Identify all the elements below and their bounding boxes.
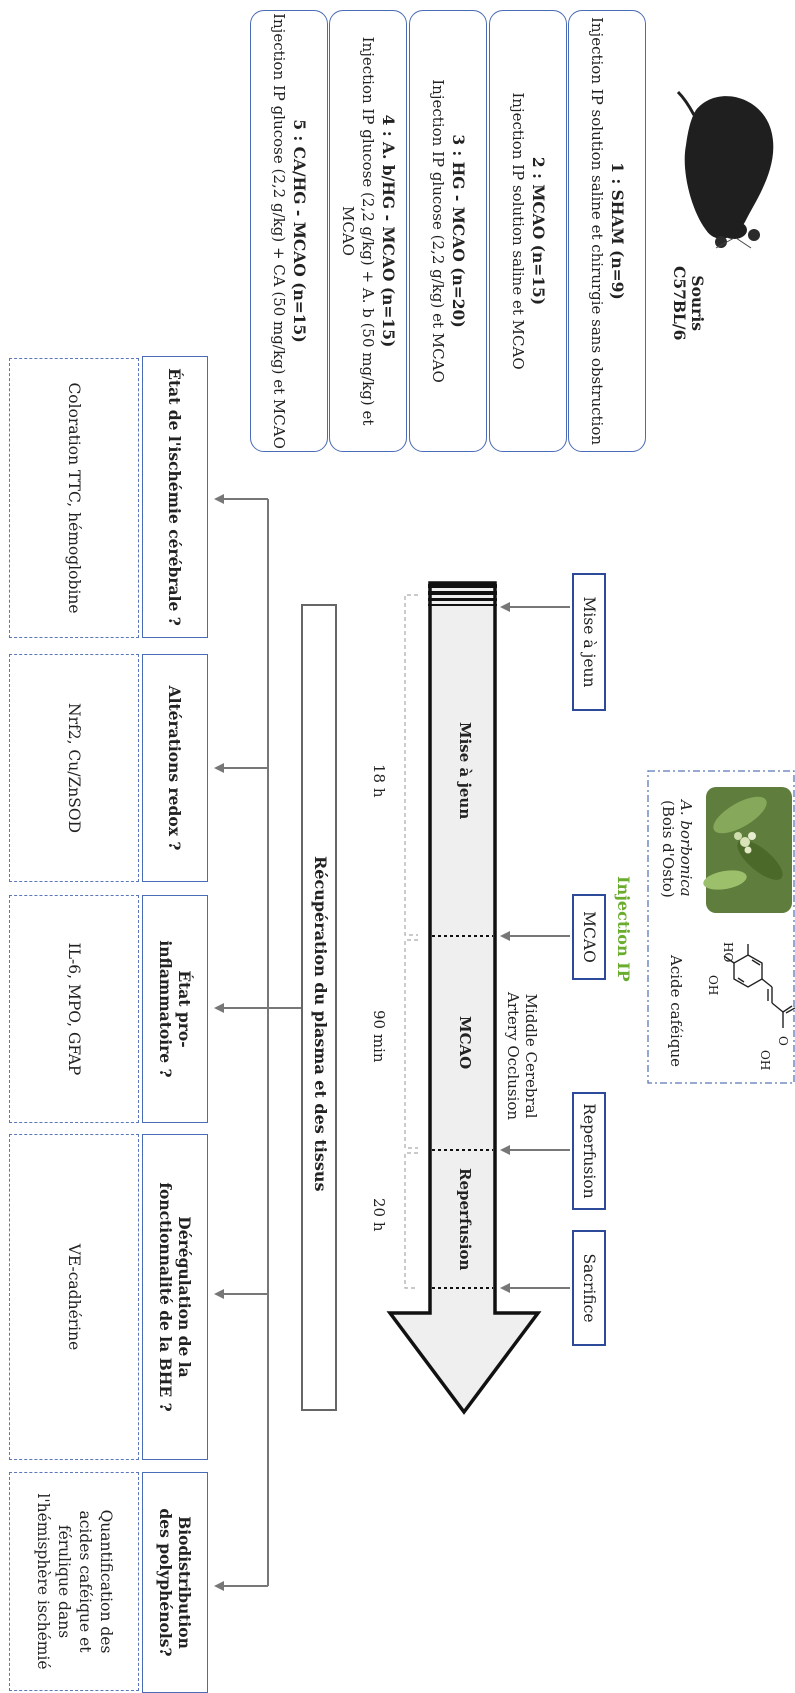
- method-text: VE-cadhérine: [65, 1243, 84, 1351]
- step-reperfusion: Reperfusion: [572, 1092, 606, 1210]
- step-sacrifice: Sacrifice: [572, 1230, 606, 1346]
- mol-label-oh: OH: [706, 975, 720, 996]
- group-box-4: 4 : A. b/HG - MCAO (n=15) Injection IP g…: [329, 10, 407, 452]
- mol-label-oh: OH: [758, 1050, 772, 1071]
- phase-label-reperfusion: Reperfusion: [456, 1168, 474, 1271]
- group-title: 1 : SHAM (n=9): [608, 162, 627, 300]
- step-label: Mise à jeun: [580, 596, 598, 688]
- question-text: Dérégulation de la fonctionnalité de la …: [156, 1182, 194, 1412]
- duration-label: 90 min: [370, 1010, 388, 1063]
- plant-photo: [703, 787, 792, 913]
- step-arrows: [500, 602, 570, 1293]
- method-text: Coloration TTC, hémoglobine: [65, 382, 84, 614]
- group-title: 3 : HG - MCAO (n=20): [449, 134, 468, 328]
- arrow-cap: [428, 604, 497, 606]
- question-text: Altérations redox ?: [165, 685, 185, 851]
- question-box-bbb: Dérégulation de la fonctionnalité de la …: [142, 1134, 208, 1460]
- injection-title: Injection IP: [614, 876, 633, 982]
- group-title: 4 : A. b/HG - MCAO (n=15): [379, 114, 398, 348]
- duration-label: 18 h: [370, 764, 388, 798]
- mouse-icon: [676, 90, 774, 249]
- group-box-2: 2 : MCAO (n=15) Injection IP solution sa…: [489, 10, 567, 452]
- method-box-redox: Nrf2, Cu/ZnSOD: [9, 654, 139, 882]
- group-title: 2 : MCAO (n=15): [529, 156, 548, 306]
- phase-label-mise-a-jeun: Mise à jeun: [456, 722, 474, 820]
- step-label: MCAO: [580, 911, 598, 963]
- phase-label-mcao: MCAO: [456, 1016, 474, 1070]
- collection-label: Récupération du plasma et des tissus: [311, 856, 330, 1192]
- question-box-polyphenols: Biodistribution des polyphénols?: [142, 1472, 208, 1693]
- mcao-note-line2: Artery Occlusion: [504, 992, 522, 1121]
- question-text: État de l'ischémie cérébrale ?: [165, 368, 185, 626]
- group-desc: Injection IP glucose (2,2 g/kg) + CA (50…: [270, 13, 288, 449]
- question-text: État pro-inflammatoire ?: [156, 940, 194, 1078]
- mol-label-o: O: [776, 1036, 790, 1046]
- mol-label-ho: HO: [721, 942, 735, 963]
- group-title: 5 : CA/HG - MCAO (n=15): [290, 119, 309, 343]
- step-mise-a-jeun: Mise à jeun: [572, 573, 606, 711]
- question-text: Biodistribution des polyphénols?: [156, 1508, 194, 1657]
- group-desc: Injection IP solution saline et MCAO: [509, 92, 527, 370]
- group-desc: Injection IP glucose (2,2 g/kg) et MCAO: [429, 79, 447, 383]
- mouse-label: Souris C57BL/6: [670, 266, 707, 341]
- collection-bar: [301, 604, 337, 1411]
- question-box-redox: Altérations redox ?: [142, 654, 208, 882]
- group-desc: Injection IP glucose (2,2 g/kg) + A. b (…: [339, 36, 377, 426]
- mouse-label-line1: Souris: [688, 275, 707, 331]
- plant-common-name: (Bois d'Osto): [659, 800, 677, 898]
- duration-bracket: [404, 594, 418, 1289]
- arrow-cap: [428, 584, 497, 588]
- mcao-note-line1: Middle Cerebral: [522, 993, 540, 1119]
- compound-name: Acide caféique: [667, 955, 685, 1067]
- plant-name: A. borbonica: [677, 800, 695, 897]
- step-label: Reperfusion: [580, 1103, 598, 1199]
- caffeic-acid-structure: [723, 944, 795, 1028]
- group-desc: Injection IP solution saline et chirurgi…: [588, 16, 606, 446]
- step-mcao: MCAO: [572, 894, 606, 980]
- method-text: Quantification des acides caféique et fé…: [34, 1493, 115, 1670]
- branch-lines: [214, 494, 302, 1591]
- injection-frame: [647, 770, 795, 1084]
- question-box-ischemia: État de l'ischémie cérébrale ?: [142, 356, 208, 638]
- mcao-note: Middle Cerebral Artery Occlusion: [504, 992, 540, 1120]
- group-box-5: 5 : CA/HG - MCAO (n=15) Injection IP glu…: [250, 10, 328, 452]
- method-box-inflammation: IL-6, MPO, GFAP: [9, 895, 139, 1123]
- method-box-polyphenols: Quantification des acides caféique et fé…: [9, 1472, 139, 1691]
- arrow-cap: [428, 591, 497, 595]
- arrow-cap: [428, 598, 497, 601]
- method-text: IL-6, MPO, GFAP: [65, 942, 84, 1076]
- mouse-label-line2: C57BL/6: [670, 266, 689, 341]
- step-label: Sacrifice: [580, 1253, 598, 1323]
- group-box-1: 1 : SHAM (n=9) Injection IP solution sal…: [568, 10, 646, 452]
- group-box-3: 3 : HG - MCAO (n=20) Injection IP glucos…: [409, 10, 487, 452]
- question-box-inflammation: État pro-inflammatoire ?: [142, 895, 208, 1123]
- duration-label: 20 h: [370, 1198, 388, 1232]
- method-box-ischemia: Coloration TTC, hémoglobine: [9, 358, 139, 638]
- method-box-bbb: VE-cadhérine: [9, 1134, 139, 1460]
- method-text: Nrf2, Cu/ZnSOD: [65, 703, 84, 833]
- timeline-arrow: [386, 581, 542, 1415]
